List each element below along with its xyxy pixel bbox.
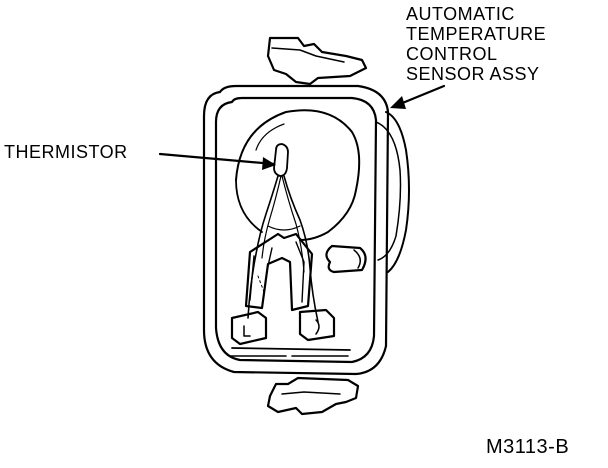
thermistor-lead-left: [247, 175, 279, 319]
sensor-assy-arrowhead: [390, 96, 406, 109]
terminal-right: [298, 308, 336, 342]
terminal-left: [230, 310, 268, 346]
callout-line-3: CONTROL: [406, 44, 498, 64]
sensor-housing-outer: [202, 84, 390, 376]
thermistor-leader-line: [158, 152, 276, 166]
thermistor-callout: THERMISTOR: [4, 142, 128, 162]
top-mounting-tab: [266, 36, 368, 86]
sensor-assy-leader-line: [398, 84, 446, 106]
sensor-assy-callout: AUTOMATIC TEMPERATURE CONTROL SENSOR ASS…: [406, 4, 546, 84]
thermistor-arrowhead: [262, 157, 276, 170]
callout-line-4: SENSOR ASSY: [406, 64, 540, 84]
thermistor: [273, 143, 289, 177]
figure-code: M3113-B: [486, 436, 570, 458]
side-latch: [325, 244, 367, 274]
thermistor-lead-right: [283, 175, 319, 323]
bottom-mounting-tab: [266, 376, 360, 416]
sensing-chamber: [235, 109, 361, 241]
sensor-housing-inner: [214, 96, 378, 364]
callout-line-1: AUTOMATIC: [406, 4, 515, 24]
callout-line-2: TEMPERATURE: [406, 24, 547, 44]
terminal-bracket: [244, 232, 314, 312]
